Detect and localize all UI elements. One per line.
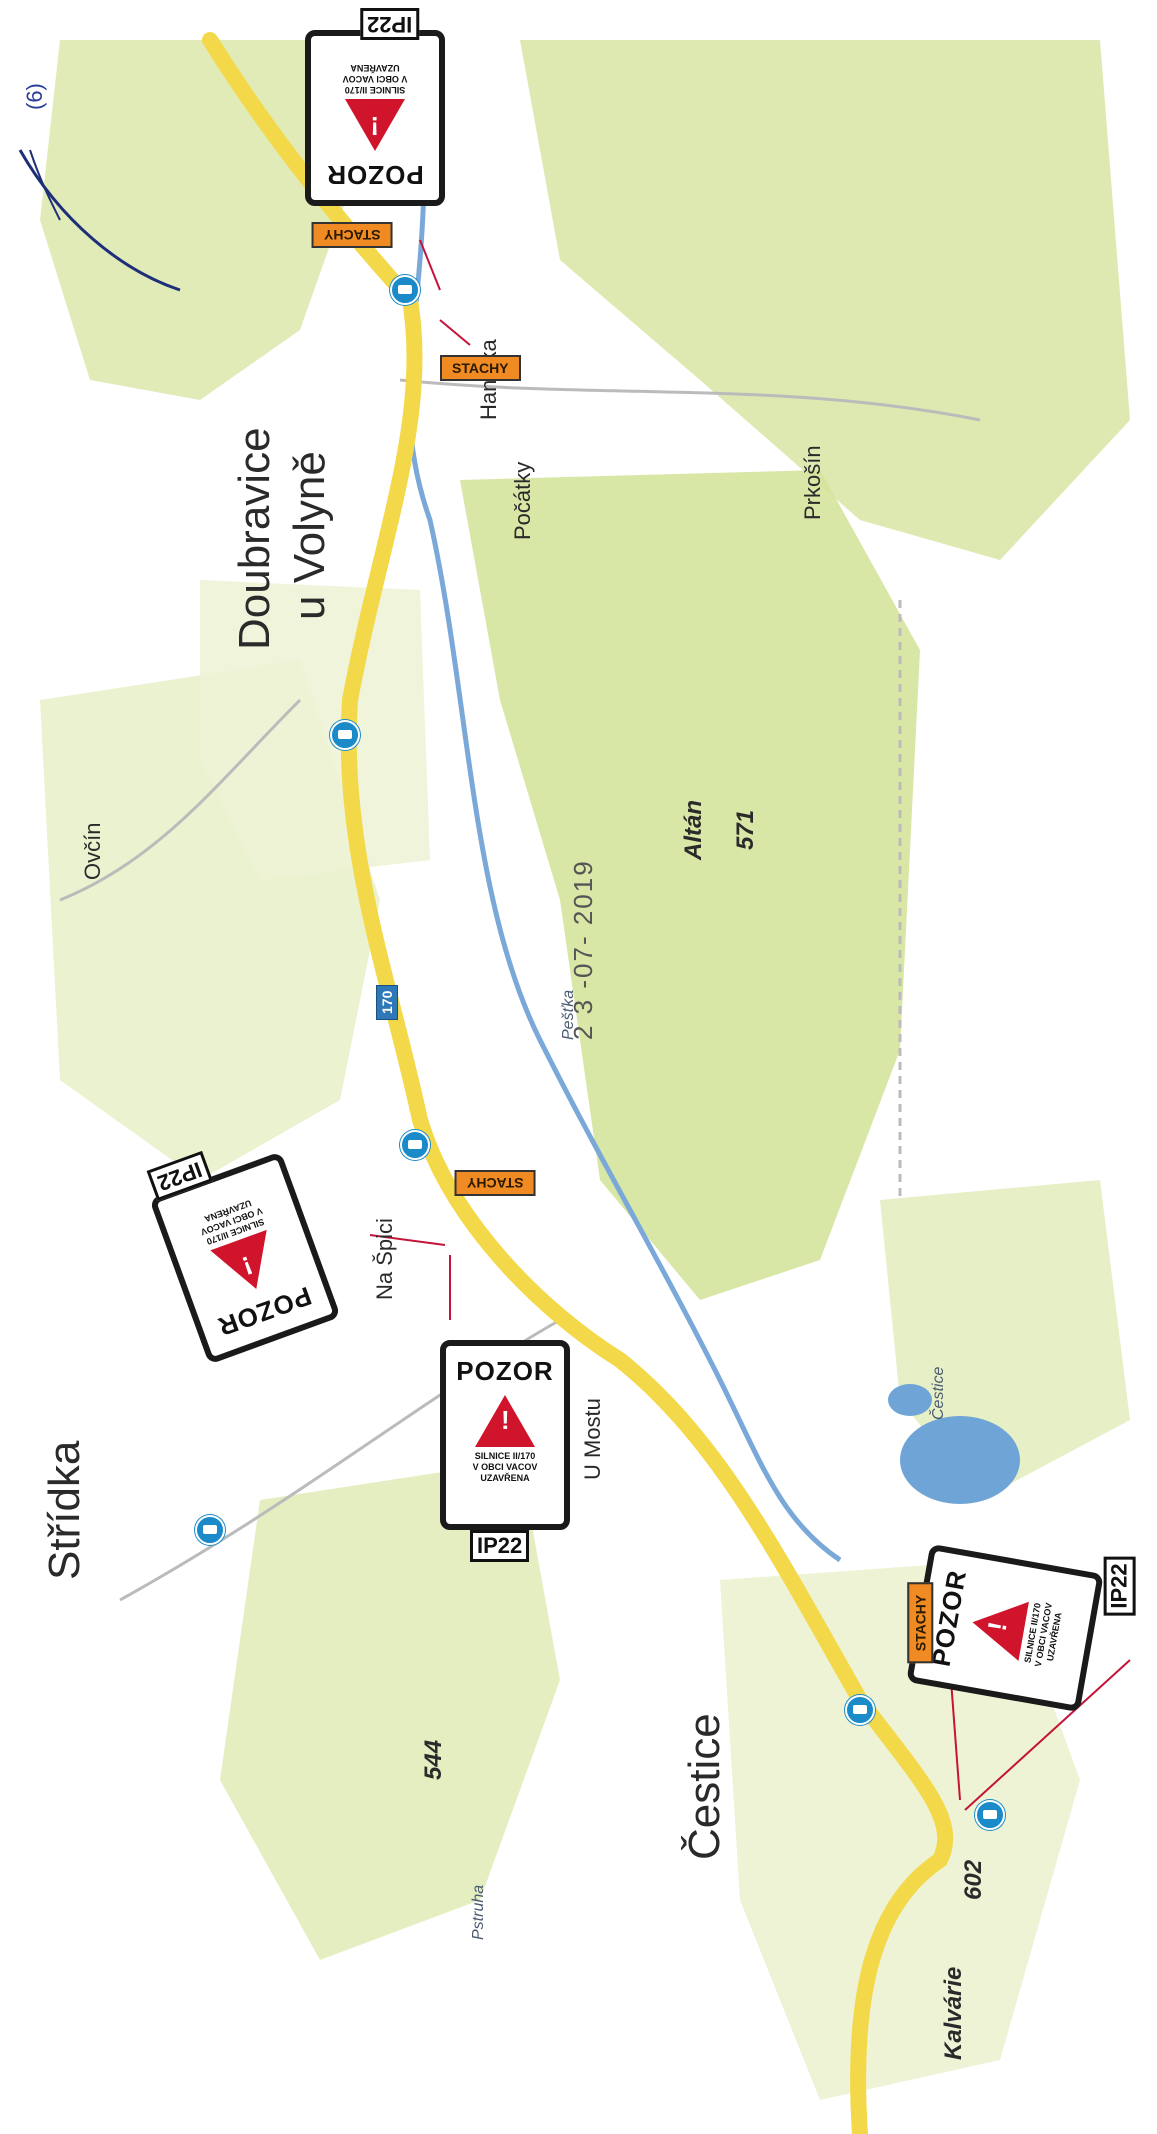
bus-stop-icon	[195, 1515, 225, 1545]
direction-sign-stachy: STACHY	[907, 1582, 934, 1664]
handwritten-mark	[29, 149, 61, 221]
river-label-lower: Pstruha	[470, 1884, 487, 1940]
sign-code-north: IP22	[360, 8, 420, 40]
forest-altan	[460, 470, 920, 1300]
bus-stop-icon	[975, 1800, 1005, 1830]
label-ovcin: Ovčín	[80, 822, 105, 880]
peak-602: 602	[960, 1859, 987, 1900]
sign-code-cestice: IP22	[1103, 1556, 1136, 1616]
sign-pointer	[369, 1234, 446, 1246]
peak-544: 544	[420, 1739, 447, 1780]
sign-code-umostu: IP22	[470, 1530, 530, 1562]
label-doubravice: Doubravice	[230, 427, 279, 650]
label-pocatky: Počátky	[510, 461, 535, 540]
bus-stop-icon	[330, 720, 360, 750]
river-label: Pešťka	[560, 989, 577, 1040]
village-doubravice-area	[200, 580, 430, 880]
label-u-mostu: U Mostu	[580, 1398, 605, 1480]
direction-sign-stachy: STACHY	[455, 1170, 536, 1196]
sign-pointer	[419, 239, 441, 291]
forest-area-east	[520, 40, 1130, 560]
sign-pointer	[964, 1659, 1131, 1811]
bus-stop-icon	[845, 1695, 875, 1725]
label-cestice: Čestice	[680, 1713, 729, 1860]
peak-altan-elevation: 571	[732, 809, 759, 850]
handwritten-annotation: (6)	[22, 83, 47, 110]
direction-sign-stachy: STACHY	[312, 222, 393, 248]
pond-small	[888, 1384, 932, 1416]
main-road-170	[202, 32, 954, 2134]
label-doubravice-2: u Volyně	[285, 451, 334, 620]
warning-sign-north: POZOR SILNICE II/170 V OBCI VACOV UZAVŘE…	[305, 30, 445, 206]
sign-pointer	[439, 319, 471, 346]
label-stridka: Střídka	[40, 1440, 89, 1580]
bus-stop-icon	[400, 1130, 430, 1160]
warning-sign-umostu: POZOR SILNICE II/170 V OBCI VACOV UZAVŘE…	[440, 1340, 570, 1530]
direction-sign-stachy: STACHY	[440, 355, 521, 381]
warning-sign-cestice: POZOR SILNICE II/170 V OBCI VACOV UZAVŘE…	[906, 1543, 1104, 1713]
bus-stop-icon	[390, 275, 420, 305]
forest-south	[220, 1460, 560, 1960]
river-label-pond: Čestice	[930, 1366, 947, 1420]
road-number-badge: 170	[376, 984, 398, 1020]
peak-altan: Altán	[680, 800, 707, 860]
label-na-spici: Na Špici	[372, 1218, 397, 1300]
minor-road	[59, 698, 302, 902]
label-prkosin: Prkošín	[800, 445, 825, 520]
pond	[900, 1416, 1020, 1504]
minor-road	[399, 378, 981, 422]
handwritten-mark	[18, 149, 181, 292]
label-kalvarie: Kalvárie	[940, 1966, 967, 2060]
